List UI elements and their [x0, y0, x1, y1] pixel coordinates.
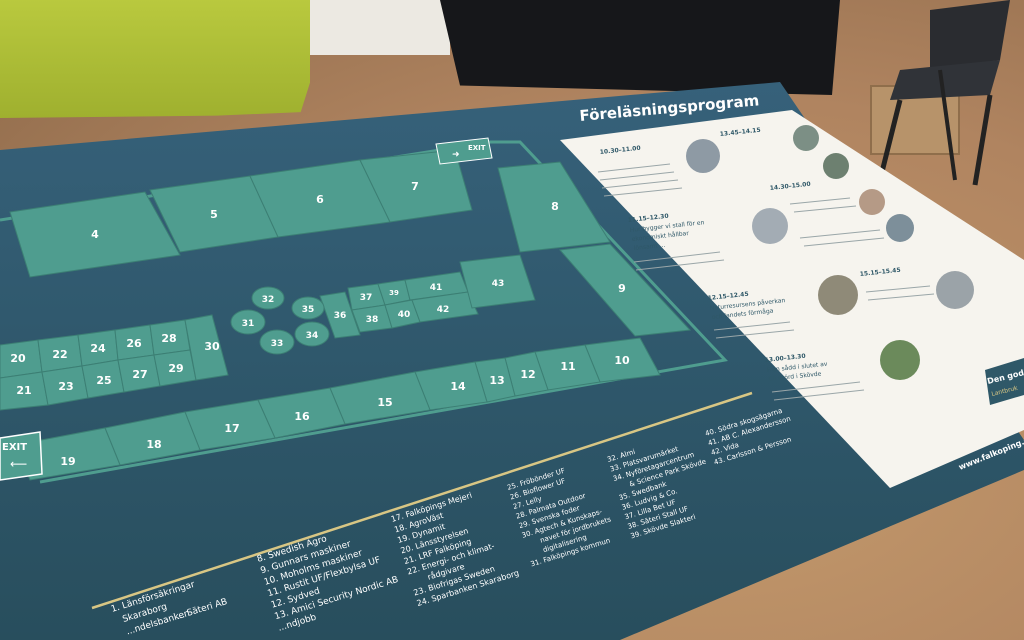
- green-tablecloth: [0, 0, 310, 118]
- booth-label: 31: [242, 319, 255, 329]
- booth-label: 26: [126, 337, 142, 350]
- booth-label: 5: [210, 208, 218, 221]
- booth-label: 18: [146, 438, 161, 451]
- booth-label: 9: [618, 282, 626, 295]
- booth-8: [497, 161, 611, 253]
- booth-label: 21: [16, 384, 31, 397]
- booth-label: 40: [398, 310, 411, 320]
- speaker-avatar: [859, 189, 885, 215]
- speaker-avatar: [823, 153, 849, 179]
- booth-label: 22: [52, 348, 67, 361]
- schedule-time: 14.30–15.00: [769, 181, 810, 192]
- booth-label: 42: [437, 305, 450, 315]
- booth-label: 8: [551, 200, 559, 213]
- booth-label: 28: [161, 332, 176, 345]
- booth-label: 39: [389, 289, 399, 297]
- booth-label: 15: [377, 396, 392, 409]
- exit-label: EXIT: [2, 442, 27, 453]
- booth-9: [559, 243, 692, 337]
- booth-label: 19: [60, 455, 75, 468]
- booth-labels: 4 5 6 7 8 9 10 11 12 13 14 15 16 17 18 1…: [10, 180, 630, 468]
- speaker-avatar: [818, 275, 858, 315]
- booth-31: [230, 309, 266, 335]
- booth-label: 27: [132, 368, 147, 381]
- booth-label: 20: [10, 352, 26, 365]
- schedule-time: 10.30–11.00: [599, 145, 640, 156]
- booth-42: [411, 291, 479, 323]
- schedule-time: 12.15–12.45: [707, 291, 748, 302]
- booth-label: 24: [90, 342, 106, 355]
- booth-label: 33: [271, 339, 284, 349]
- speaker-photos: [686, 125, 974, 380]
- speaker-avatar: [880, 340, 920, 380]
- schedule-time: 11.15–12.30: [627, 213, 668, 224]
- booth-label: 34: [306, 331, 319, 341]
- booth-label: 14: [450, 380, 466, 393]
- booth-33: [259, 329, 295, 355]
- folding-chair: [880, 0, 1010, 186]
- booth-label: 7: [411, 180, 419, 193]
- logo-badge: Den goda Lantbruk: [985, 358, 1024, 405]
- booth-grid: [0, 149, 692, 481]
- booth-label: 23: [58, 380, 73, 393]
- program-body-text: [597, 163, 935, 401]
- booth-label: 4: [91, 228, 99, 241]
- booth-label: 32: [262, 295, 275, 305]
- arrow-left-icon: ⟵: [10, 457, 27, 471]
- booth-label: 38: [366, 315, 379, 325]
- booth-label: 13: [489, 374, 504, 387]
- booth-34: [294, 321, 330, 347]
- booth-label: 36: [334, 311, 347, 321]
- booth-label: 16: [294, 410, 310, 423]
- booth-label: 29: [168, 362, 183, 375]
- booth-30: [184, 314, 229, 381]
- booth-label: 6: [316, 193, 324, 206]
- speaker-avatar: [936, 271, 974, 309]
- speaker-avatar: [686, 139, 720, 173]
- background-wall: [300, 0, 450, 55]
- booth-label: 12: [520, 368, 535, 381]
- black-table: [440, 0, 840, 95]
- speaker-avatar: [793, 125, 819, 151]
- schedule-time: 13.00–13.30: [764, 353, 805, 364]
- gold-divider: [91, 391, 753, 610]
- booth-4: [9, 191, 181, 278]
- booth-label: 10: [614, 354, 630, 367]
- booth-label: 37: [360, 293, 373, 303]
- booth-43: [459, 254, 536, 309]
- running-man-icon: ➜: [452, 150, 460, 160]
- schedule-time: 13.45–14.15: [719, 127, 760, 138]
- schedule-line: lönsamt ...: [633, 242, 665, 252]
- booth-32: [251, 286, 285, 310]
- booth-label: 41: [430, 283, 443, 293]
- booth-label: 11: [560, 360, 575, 373]
- schedule-time: 15.15–15.45: [859, 267, 900, 278]
- speaker-avatar: [752, 208, 788, 244]
- booth-7: [359, 149, 473, 223]
- exit-sign-left: EXIT ⟵: [0, 431, 43, 481]
- booth-label: 17: [224, 422, 239, 435]
- booth-label: 30: [204, 340, 220, 353]
- booth-35: [291, 296, 325, 320]
- booth-label: 25: [96, 374, 111, 387]
- booth-label: 35: [302, 305, 315, 315]
- booth-label: 43: [492, 279, 505, 289]
- program-panel: [560, 110, 1024, 488]
- speaker-avatar: [886, 214, 914, 242]
- exit-sign-top: EXIT ➜: [435, 137, 493, 165]
- booth-36: [319, 291, 361, 339]
- exit-label: EXIT: [468, 144, 486, 152]
